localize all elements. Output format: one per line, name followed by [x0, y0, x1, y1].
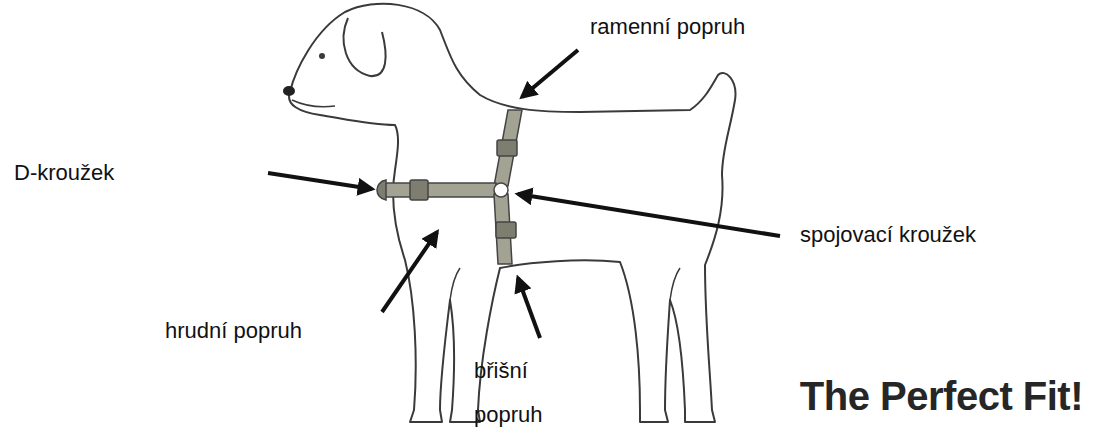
dog-nose [283, 86, 295, 96]
dog-eye [319, 53, 325, 59]
harness [377, 110, 522, 264]
leader-arrow [518, 278, 540, 338]
part-label: D-kroužek [14, 160, 114, 186]
part-label: břišní popruh [474, 349, 560, 437]
dog-leg-line [450, 268, 680, 300]
chest-strap [384, 183, 496, 197]
leader-arrow [382, 232, 437, 312]
dog-mouth [292, 100, 335, 107]
leader-arrows [268, 50, 780, 338]
d-ring-symbol [377, 180, 386, 200]
part-label: ramenní popruh [590, 14, 745, 40]
leader-arrow [522, 50, 578, 97]
dog-ear [344, 18, 386, 76]
buckle [497, 140, 517, 156]
brand-text: The Perfect Fit! [800, 372, 1083, 420]
leader-arrow [518, 194, 780, 236]
buckle [410, 180, 428, 200]
part-label: hrudní popruh [165, 318, 302, 344]
buckle [496, 222, 516, 238]
shoulder-strap [494, 110, 522, 186]
part-label: spojovací kroužek [800, 222, 976, 248]
connecting-ring-symbol [494, 183, 508, 197]
leader-arrow [268, 173, 372, 189]
